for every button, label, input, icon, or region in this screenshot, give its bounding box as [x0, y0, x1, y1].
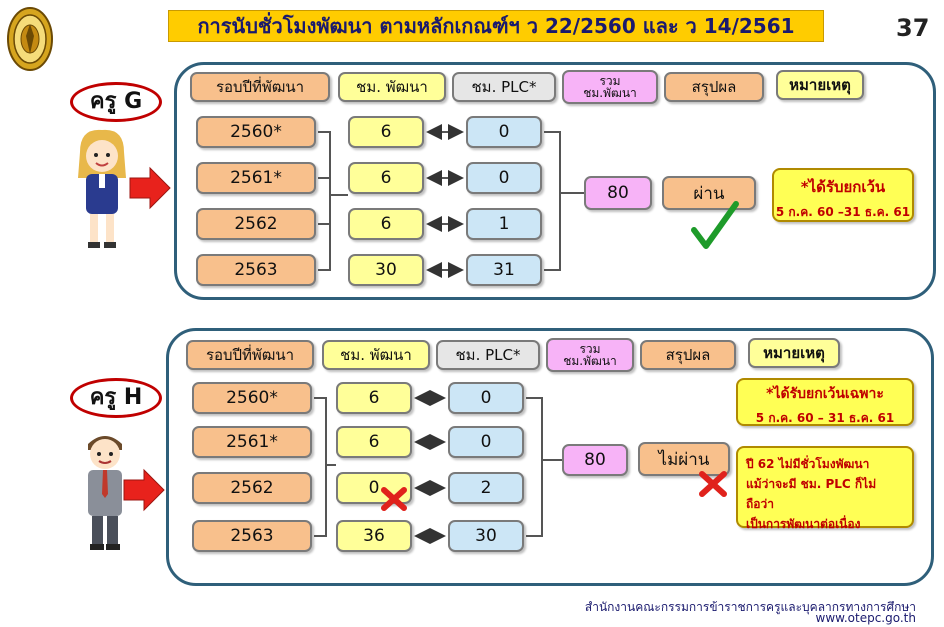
header-total: รวม ชม.พัฒนา	[562, 70, 658, 104]
h-dev-4: 36	[336, 520, 412, 552]
header-hours-plc-h: ชม. PLC*	[436, 340, 540, 370]
header-hours-plc: ชม. PLC*	[452, 72, 556, 102]
header-remark-h: หมายเหตุ	[748, 338, 840, 368]
g-year-4: 2563	[196, 254, 316, 286]
h-remark2-line2: แม้ว่าจะมี ชม. PLC ก็ไม่ถือว่า	[746, 477, 877, 511]
page-title: การนับชั่วโมงพัฒนา ตามหลักเกณฑ์ฯ ว 22/25…	[168, 10, 824, 42]
header-hours-dev-h: ชม. พัฒนา	[322, 340, 430, 370]
header-remark: หมายเหตุ	[776, 70, 864, 100]
g-arrow-icon	[129, 166, 171, 210]
header-result: สรุปผล	[664, 72, 764, 102]
h-dev-3: 0	[336, 472, 412, 504]
slide-number: 37	[896, 14, 930, 42]
teacher-g-avatar	[72, 128, 132, 252]
h-year-4: 2563	[192, 520, 312, 552]
h-result: ไม่ผ่าน	[638, 442, 730, 476]
g-remark-line1: *ได้รับยกเว้น	[800, 178, 886, 196]
footer-org: สำนักงานคณะกรรมการข้าราชการครูและบุคลากร…	[584, 600, 916, 614]
h-year-3: 2562	[192, 472, 312, 504]
cross-icon-result	[699, 471, 727, 497]
g-year-2: 2561*	[196, 162, 316, 194]
h-plc-2: 0	[448, 426, 524, 458]
h-remark-line1: *ได้รับยกเว้นเฉพาะ	[766, 386, 884, 402]
g-plc-2: 0	[466, 162, 542, 194]
h-total: 80	[562, 444, 628, 476]
cross-icon	[381, 487, 407, 511]
g-dev-1: 6	[348, 116, 424, 148]
header-total-h-line2: ชม.พัฒนา	[563, 354, 617, 368]
h-arrow-icon	[123, 468, 165, 512]
teacher-g-label: ครู G	[70, 82, 162, 122]
h-remark2-line3: เป็นการพัฒนาต่อเนื่อง	[746, 517, 861, 531]
g-total: 80	[584, 176, 652, 210]
g-year-3: 2562	[196, 208, 316, 240]
check-icon	[691, 201, 739, 249]
teacher-h-avatar	[76, 428, 134, 552]
h-dev-1: 6	[336, 382, 412, 414]
header-hours-dev: ชม. พัฒนา	[338, 72, 446, 102]
h-year-1: 2560*	[192, 382, 312, 414]
h-plc-4: 30	[448, 520, 524, 552]
g-dev-4: 30	[348, 254, 424, 286]
g-remark-line2: 5 ก.ค. 60 –31 ธ.ค. 61	[775, 205, 911, 219]
teacher-h-label: ครู H	[70, 378, 162, 418]
header-round: รอบปีที่พัฒนา	[190, 72, 330, 102]
h-plc-1: 0	[448, 382, 524, 414]
g-dev-2: 6	[348, 162, 424, 194]
h-remark-note: *ได้รับยกเว้นเฉพาะ 5 ก.ค. 60 – 31 ธ.ค. 6…	[736, 378, 914, 426]
g-year-1: 2560*	[196, 116, 316, 148]
g-result: ผ่าน	[662, 176, 756, 210]
header-total-line1: รวม	[599, 74, 621, 88]
h-year-2: 2561*	[192, 426, 312, 458]
h-remark-note2: ปี 62 ไม่มีชั่วโมงพัฒนา แม้ว่าจะมี ชม. P…	[736, 446, 914, 531]
h-remark2-line1: ปี 62 ไม่มีชั่วโมงพัฒนา	[746, 457, 870, 471]
g-remark-note: *ได้รับยกเว้น 5 ก.ค. 60 –31 ธ.ค. 61	[772, 168, 914, 222]
footer-url: www.otepc.go.th	[815, 611, 917, 625]
emblem-seal-icon	[6, 6, 54, 72]
h-dev-2: 6	[336, 426, 412, 458]
g-plc-1: 0	[466, 116, 542, 148]
h-remark-line2: 5 ก.ค. 60 – 31 ธ.ค. 61	[755, 411, 895, 425]
h-plc-3: 2	[448, 472, 524, 504]
g-plc-3: 1	[466, 208, 542, 240]
g-plc-4: 31	[466, 254, 542, 286]
header-result-h: สรุปผล	[640, 340, 736, 370]
header-round-h: รอบปีที่พัฒนา	[186, 340, 314, 370]
header-total-h-line1: รวม	[579, 342, 601, 356]
g-dev-3: 6	[348, 208, 424, 240]
header-total-line2: ชม.พัฒนา	[583, 86, 637, 100]
header-total-h: รวม ชม.พัฒนา	[546, 338, 634, 372]
